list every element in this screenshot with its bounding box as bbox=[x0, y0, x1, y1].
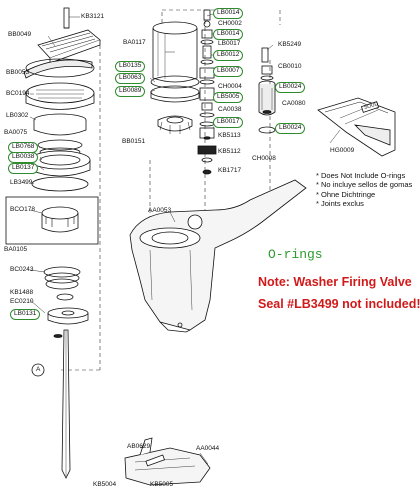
label-lb0014-second: LB0014 bbox=[213, 29, 244, 40]
seal-stack-ba0075 bbox=[29, 139, 91, 192]
label-hg0009: HG0009 bbox=[330, 147, 355, 154]
label-kb1717: KB1717 bbox=[218, 167, 242, 174]
label-kb1488: KB1488 bbox=[10, 289, 34, 296]
bolt-kb3121 bbox=[63, 7, 70, 29]
notes-block: * Does Not Include O-rings * No incluye … bbox=[316, 171, 412, 209]
label-bb0053: BB0053 bbox=[6, 69, 30, 76]
label-kb5249: KB5249 bbox=[278, 41, 302, 48]
trigger-valve-stack bbox=[197, 9, 217, 175]
label-ab0629: AB0629 bbox=[127, 443, 151, 450]
label-lb3499: LB3499 bbox=[10, 179, 33, 186]
label-ch0004: CH0004 bbox=[218, 83, 242, 90]
label-bb0049: BB0049 bbox=[8, 31, 32, 38]
label-bb0151: BB0151 bbox=[122, 138, 146, 145]
label-lb0137: LB0137 bbox=[8, 163, 39, 174]
driver-blade bbox=[61, 329, 71, 479]
label-cb0010: CB0010 bbox=[278, 63, 302, 70]
label-ch0002: CH0002 bbox=[218, 20, 242, 27]
label-kb3121: KB3121 bbox=[81, 13, 105, 20]
label-bco178: BCO178 bbox=[10, 206, 35, 213]
warning-line-1: Note: Washer Firing Valve bbox=[258, 275, 412, 289]
spring-bc0243 bbox=[43, 266, 81, 290]
label-lb0012: LB0012 bbox=[213, 50, 244, 61]
label-lb0007: LB0007 bbox=[213, 66, 244, 77]
label-lb0014-top: LB0014 bbox=[213, 8, 244, 19]
label-kb5113: KB5113 bbox=[218, 132, 241, 139]
note-line-3: * Ohne Dichtringe bbox=[316, 189, 376, 199]
note-line-2: * No incluye sellos de gomas bbox=[316, 180, 413, 190]
label-lb0768: LB0768 bbox=[8, 142, 39, 153]
label-lb0038: LB0038 bbox=[8, 152, 39, 163]
label-ba0117: BA0117 bbox=[123, 39, 146, 46]
oring-marks bbox=[53, 110, 272, 338]
warning-line-2: Seal #LB3499 not included! bbox=[258, 297, 420, 311]
magazine-hg0009 bbox=[317, 97, 396, 157]
label-kb5005: KB5005 bbox=[150, 481, 174, 488]
label-ch0008: CH0008 bbox=[252, 155, 276, 162]
label-lb0024-bottom: LB0024 bbox=[275, 123, 306, 134]
cylinder-cap-bc0194 bbox=[25, 82, 95, 136]
label-kb5112: KB5112 bbox=[218, 148, 241, 155]
cylinder-ba0117 bbox=[150, 21, 200, 103]
safety-valve-parts bbox=[258, 47, 276, 134]
label-lb5005: LB5005 bbox=[213, 92, 244, 103]
callout-a: A bbox=[36, 366, 41, 373]
label-bc0194: BC0194 bbox=[6, 90, 30, 97]
bumper-bb0151 bbox=[157, 115, 193, 134]
label-kb5004: KB5004 bbox=[93, 481, 117, 488]
label-lb0063: LB0063 bbox=[115, 73, 146, 84]
label-bc0243: BC0243 bbox=[10, 266, 34, 273]
main-housing-aa0053 bbox=[129, 179, 307, 333]
label-lb0131: LB0131 bbox=[10, 309, 41, 320]
cap-bb0049 bbox=[37, 29, 101, 64]
label-ba0075: BA0075 bbox=[4, 129, 28, 136]
label-ba0105: BA0105 bbox=[4, 246, 28, 253]
spring-box bbox=[5, 196, 99, 245]
nosepiece-aa0044 bbox=[124, 437, 211, 486]
label-lb0302: LB0302 bbox=[6, 112, 29, 119]
note-line-1: * Does Not Include O-rings bbox=[316, 171, 406, 180]
callout-a-circle bbox=[31, 363, 45, 377]
label-ca0080: CA0080 bbox=[282, 100, 306, 107]
label-lb0135: LB0135 bbox=[115, 61, 146, 72]
orings-label: O-rings bbox=[268, 247, 323, 262]
label-ec0210: EC0210 bbox=[10, 298, 34, 305]
label-aa0053: AA0053 bbox=[148, 207, 172, 214]
leader-lines bbox=[29, 13, 341, 465]
label-ca0038: CA0038 bbox=[218, 106, 242, 113]
label-lb0017-bottom: LB0017 bbox=[213, 117, 244, 128]
gasket-bb0053 bbox=[23, 58, 95, 79]
label-lb0089: LB0089 bbox=[115, 86, 146, 97]
label-aa0044: AA0044 bbox=[196, 445, 220, 452]
note-line-4: * Joints exclus bbox=[316, 199, 364, 209]
piston-parts bbox=[47, 293, 89, 325]
label-lb0024-top: LB0024 bbox=[275, 82, 306, 93]
label-lb0017-top: LB0017 bbox=[218, 40, 241, 47]
